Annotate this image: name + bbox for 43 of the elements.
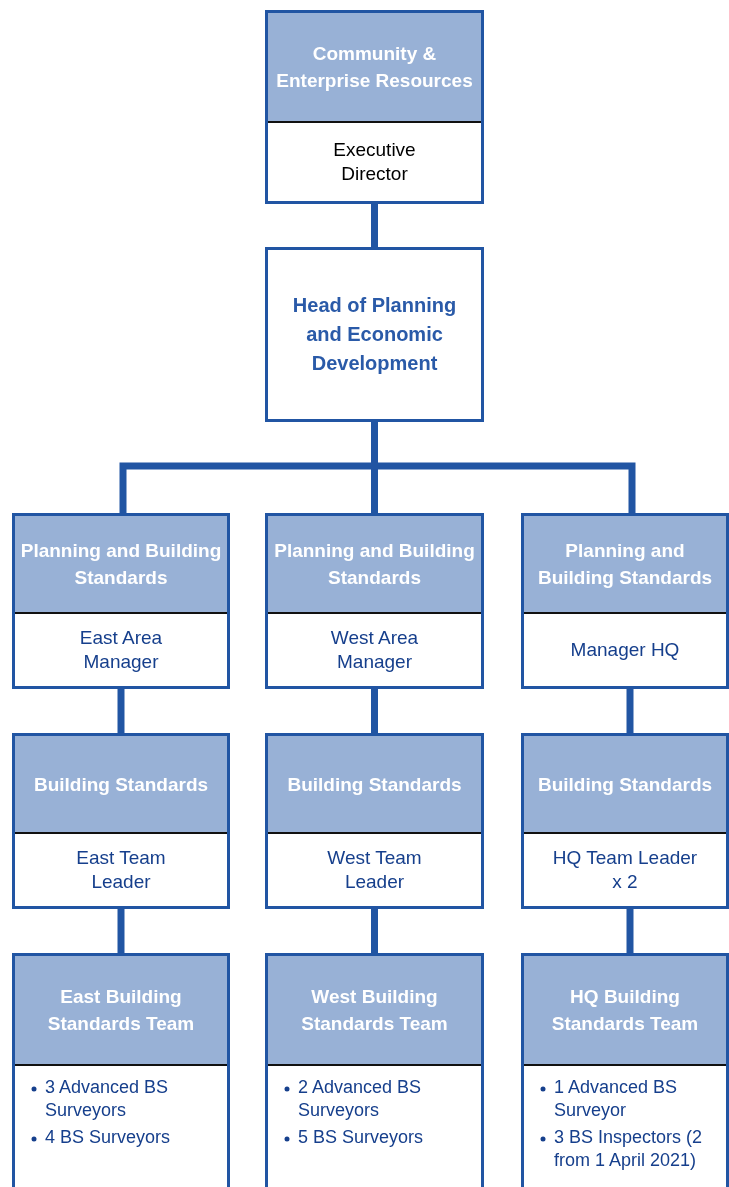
header-text: Community & Enterprise Resources xyxy=(275,42,474,93)
header-text: Planning and Building Standards xyxy=(19,539,223,590)
list-text: 3 Advanced BS Surveyors xyxy=(45,1077,169,1120)
header-text: Planning and Building Standards xyxy=(536,539,714,590)
org-box xyxy=(265,953,484,1187)
list-text: 1 Advanced BS Surveyor xyxy=(554,1077,678,1120)
connector-line xyxy=(117,909,125,953)
org-box xyxy=(265,247,484,422)
header-text: Building Standards xyxy=(33,772,209,797)
role-text: West Team Leader xyxy=(326,846,423,894)
list-text: 4 BS Surveyors xyxy=(45,1127,171,1147)
org-box xyxy=(12,733,230,909)
header-text: West Building Standards Team xyxy=(300,985,449,1036)
org-box xyxy=(265,513,484,689)
connector-line xyxy=(371,689,378,733)
role-text: West Area Manager xyxy=(329,626,420,674)
connector-line xyxy=(626,689,634,733)
connector-line xyxy=(626,909,634,953)
role-text: East Team Leader xyxy=(75,846,167,894)
header-text: East Building Standards Team xyxy=(46,985,196,1036)
org-box xyxy=(12,513,230,689)
org-box xyxy=(521,733,729,909)
org-box xyxy=(265,733,484,909)
header-text: Building Standards xyxy=(537,772,713,797)
org-box xyxy=(12,953,230,1187)
connector-line xyxy=(371,909,378,953)
org-box xyxy=(521,513,729,689)
role-text: HQ Team Leader x 2 xyxy=(551,846,699,894)
role-text: East Area Manager xyxy=(78,626,164,674)
role-title: Head of Planning and Economic Development xyxy=(291,293,458,376)
org-box xyxy=(521,953,729,1187)
list-text: 2 Advanced BS Surveyors xyxy=(298,1077,422,1120)
connector-line xyxy=(371,204,378,247)
connector-line xyxy=(371,422,636,513)
header-text: Building Standards xyxy=(287,772,462,797)
org-box xyxy=(265,10,484,204)
list-text: 3 BS Inspectors (2 from 1 April 2021) xyxy=(554,1127,703,1170)
connector-line xyxy=(117,689,125,733)
list-text: 5 BS Surveyors xyxy=(298,1127,424,1147)
role-text: Executive Director xyxy=(332,138,417,186)
role-text: Manager HQ xyxy=(570,638,680,662)
header-text: Planning and Building Standards xyxy=(273,539,476,590)
header-text: HQ Building Standards Team xyxy=(550,985,700,1036)
